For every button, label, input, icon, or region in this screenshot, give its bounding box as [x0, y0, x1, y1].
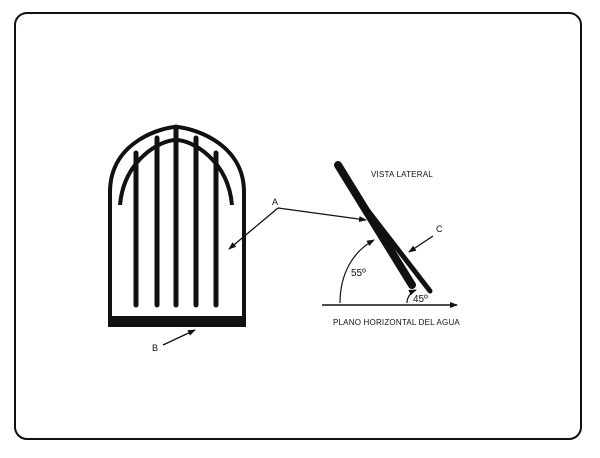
label-c: C: [436, 224, 443, 234]
pointer-a-side: [277, 207, 367, 223]
footrest-base-bar: [112, 316, 242, 326]
label-b: B: [152, 343, 158, 353]
label-water-plane: PLANO HORIZONTAL DEL AGUA: [333, 318, 460, 327]
page-frame: [14, 12, 582, 440]
label-a: A: [272, 197, 278, 207]
side-view-footrest: [334, 161, 433, 294]
side-slat-inner: [349, 187, 433, 294]
pointer-a-front: [228, 207, 279, 250]
angle-arc-45: [406, 289, 417, 304]
pointer-c: [408, 235, 434, 253]
label-angle-45: 45º: [413, 294, 428, 305]
pointer-b: [162, 329, 196, 346]
label-angle-55: 55º: [351, 268, 366, 279]
angle-arc-55: [339, 239, 375, 304]
side-slat-outer: [334, 161, 416, 289]
front-view-footrest: [108, 124, 246, 327]
label-side-view: VISTA LATERAL: [371, 170, 433, 179]
